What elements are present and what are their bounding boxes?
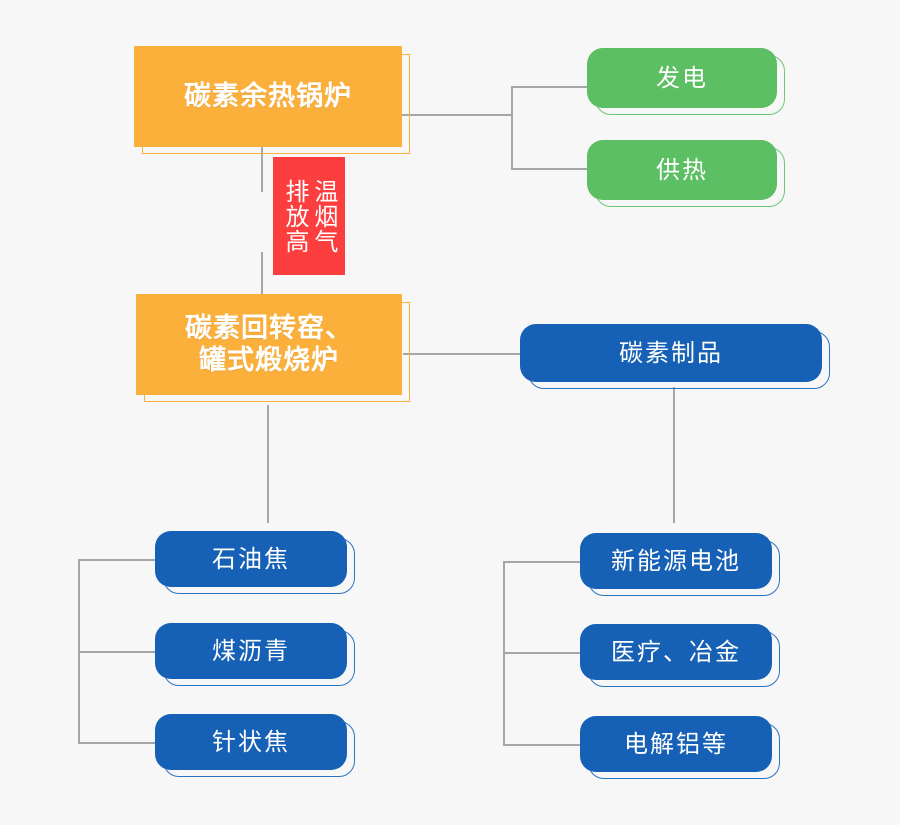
node-petroleum-coke-label: 石油焦: [212, 544, 290, 573]
node-power[interactable]: 发电: [587, 48, 777, 108]
node-coal-tar-pitch-label: 煤沥青: [212, 636, 290, 665]
node-heat[interactable]: 供热: [587, 140, 777, 200]
node-heat-label: 供热: [656, 155, 708, 184]
node-emission-column-right: 温烟气: [309, 178, 338, 254]
connector-bracket-to-heat: [511, 168, 588, 170]
connector-boiler-to-outputs-trunk: [400, 114, 513, 116]
node-boiler-label: 碳素余热锅炉: [184, 80, 352, 112]
node-medical-metallurgy[interactable]: 医疗、冶金: [580, 624, 772, 680]
node-kiln-label: 碳素回转窑、 罐式煅烧炉: [185, 312, 353, 376]
connector-bracket-to-coal-tar-pitch: [78, 651, 156, 653]
node-coal-tar-pitch[interactable]: 煤沥青: [155, 623, 347, 679]
node-boiler[interactable]: 碳素余热锅炉: [134, 46, 402, 147]
node-medical-metallurgy-label: 医疗、冶金: [611, 637, 741, 666]
node-carbon-product-label: 碳素制品: [619, 338, 723, 367]
connector-bracket-to-needle-coke: [78, 742, 156, 744]
node-new-energy-battery[interactable]: 新能源电池: [580, 533, 772, 589]
node-needle-coke-label: 针状焦: [212, 727, 290, 756]
connector-carbon-product-to-applications: [673, 387, 675, 523]
node-electrolytic-aluminum[interactable]: 电解铝等: [580, 716, 772, 772]
node-new-energy-battery-label: 新能源电池: [611, 546, 741, 575]
node-kiln[interactable]: 碳素回转窑、 罐式煅烧炉: [136, 294, 402, 395]
node-emission-column-left: 排放高: [281, 178, 309, 254]
node-emission[interactable]: 温烟气 排放高: [273, 157, 345, 275]
connector-bracket-to-petroleum-coke: [78, 559, 156, 561]
connector-kiln-to-raw-materials: [267, 405, 269, 523]
connector-bracket-to-new-energy-battery: [503, 561, 581, 563]
connector-bracket-to-medical-metallurgy: [503, 652, 581, 654]
connector-emission-to-kiln: [261, 252, 263, 294]
connector-boiler-to-emission: [261, 147, 263, 192]
node-needle-coke[interactable]: 针状焦: [155, 714, 347, 770]
node-power-label: 发电: [656, 63, 708, 92]
node-carbon-product[interactable]: 碳素制品: [520, 324, 822, 382]
node-petroleum-coke[interactable]: 石油焦: [155, 531, 347, 587]
connector-bracket-to-power: [511, 86, 588, 88]
connector-bracket-to-electrolytic-aluminum: [503, 744, 581, 746]
node-electrolytic-aluminum-label: 电解铝等: [624, 729, 728, 758]
connector-outputs-bracket-vertical: [511, 86, 513, 170]
connector-kiln-to-carbon-product: [403, 353, 520, 355]
